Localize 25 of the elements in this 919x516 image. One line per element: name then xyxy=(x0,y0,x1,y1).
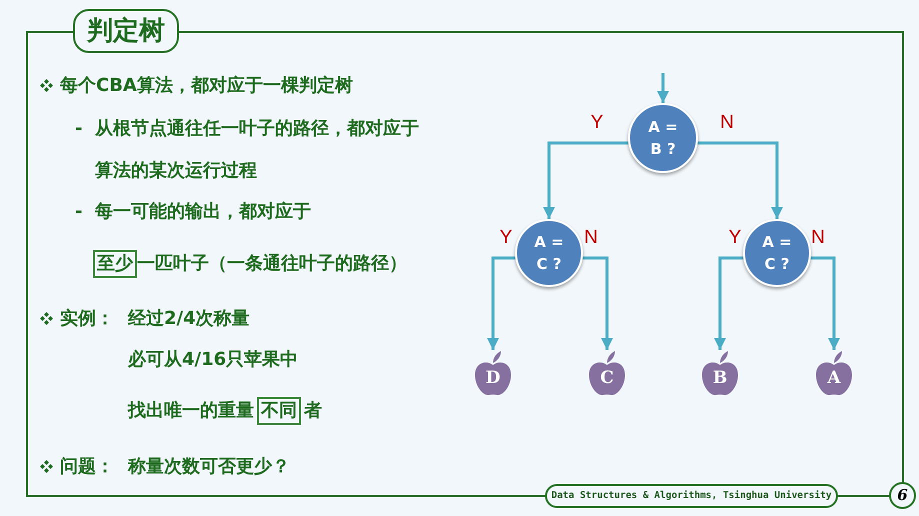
text-line: 问题： xyxy=(60,456,114,477)
text-line: 每一可能的输出，都对应于 xyxy=(95,201,311,222)
text-line: 实例： xyxy=(60,308,114,329)
text-line: 一匹叶子（一条通往叶子的路径） xyxy=(137,252,407,276)
text-line: 每个CBA算法，都对应于一棵判定树 xyxy=(60,75,353,96)
text-line: - xyxy=(75,118,82,139)
arrow xyxy=(543,142,628,219)
arrow xyxy=(698,142,783,219)
arrow xyxy=(810,256,840,350)
boxed-word: 至少 xyxy=(93,250,137,278)
footer-banner: Data Structures & Algorithms, Tsinghua University xyxy=(545,484,838,508)
text-line: 必可从4/16只苹果中 xyxy=(128,349,298,370)
text-paragraph: 从根节点通往任一叶子的路径，都对应于算法的某次运行过程 xyxy=(95,117,420,183)
page-number: 6 xyxy=(889,482,916,509)
arrow xyxy=(714,256,744,350)
text-line: 找出唯一的重量 xyxy=(128,399,254,423)
text-line: 称量次数可否更少？ xyxy=(128,456,290,477)
title-tab: 判定树 xyxy=(73,9,179,53)
text-line: 经过2/4次称量 xyxy=(128,308,250,329)
arrow xyxy=(657,73,669,103)
arrow xyxy=(582,256,613,350)
text-line: 者 xyxy=(304,399,322,423)
boxed-word: 不同 xyxy=(257,397,301,425)
text-line: - xyxy=(75,201,82,222)
arrow xyxy=(487,256,516,350)
